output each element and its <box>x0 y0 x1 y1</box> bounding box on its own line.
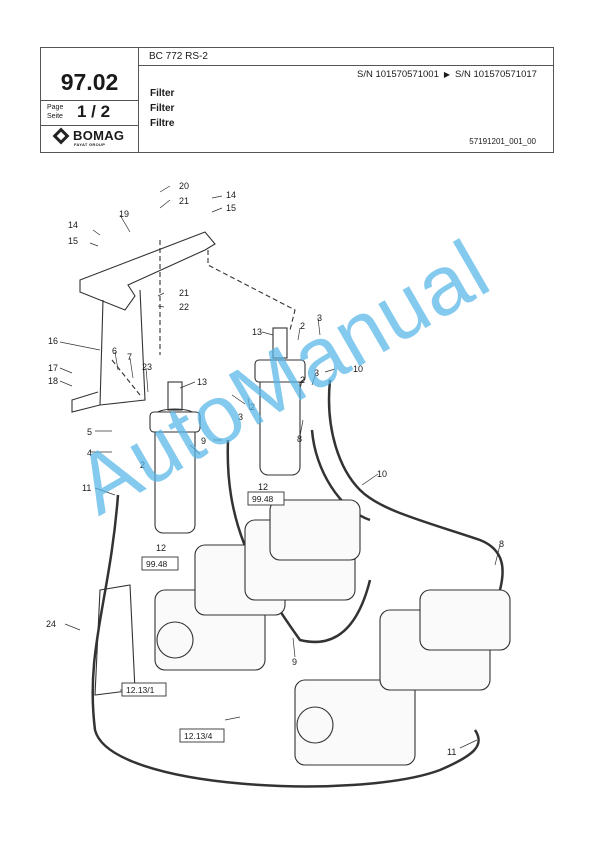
svg-text:11: 11 <box>82 483 91 493</box>
mounting-bracket-24 <box>94 584 136 696</box>
svg-text:11: 11 <box>447 747 456 757</box>
svg-text:2: 2 <box>140 460 145 470</box>
page-label-de: Seite <box>47 113 63 120</box>
svg-text:9: 9 <box>292 657 297 667</box>
svg-text:8: 8 <box>297 434 302 444</box>
bracket-plate-19 <box>79 231 216 311</box>
bracket-16 <box>71 289 146 413</box>
svg-text:3: 3 <box>238 412 243 422</box>
svg-text:3: 3 <box>314 368 319 378</box>
title-block-left: 97.02 Page Seite 1 / 2 BOMAG FAYAT GROUP <box>41 48 139 152</box>
svg-text:22: 22 <box>179 302 189 312</box>
svg-text:14: 14 <box>226 190 236 200</box>
svg-text:12: 12 <box>258 482 268 492</box>
svg-text:21: 21 <box>179 288 189 298</box>
filter-housing-left <box>149 381 201 534</box>
svg-text:18: 18 <box>48 376 58 386</box>
svg-text:20: 20 <box>179 181 189 191</box>
svg-text:12.13/4: 12.13/4 <box>184 731 213 741</box>
svg-text:12.13/1: 12.13/1 <box>126 685 155 695</box>
play-arrow-icon: ▶ <box>443 70 451 79</box>
title-fr: Filtre <box>150 118 175 129</box>
svg-text:15: 15 <box>226 203 236 213</box>
svg-text:2: 2 <box>250 402 255 412</box>
svg-text:3: 3 <box>317 313 322 323</box>
page-indicator: Page Seite 1 / 2 <box>41 100 138 126</box>
svg-text:10: 10 <box>377 469 387 479</box>
page-code: 97.02 <box>41 65 138 101</box>
hose-9 <box>226 439 372 644</box>
serial-range: S/N 101570571001 ▶ S/N 101570571017 <box>357 69 537 80</box>
pump-group <box>154 499 511 766</box>
serial-from: S/N 101570571001 <box>357 69 439 80</box>
logo-text: BOMAG <box>73 128 125 143</box>
svg-text:13: 13 <box>197 377 207 387</box>
svg-text:14: 14 <box>68 220 78 230</box>
hose-8 <box>310 429 371 522</box>
svg-text:7: 7 <box>127 352 132 362</box>
hose-11 <box>91 494 480 788</box>
svg-text:12: 12 <box>156 543 166 553</box>
page-label-en: Page <box>47 104 64 111</box>
svg-text:15: 15 <box>68 236 78 246</box>
page-number: 1 / 2 <box>77 102 111 121</box>
bomag-logo-icon <box>52 127 70 145</box>
svg-text:24: 24 <box>46 619 56 629</box>
svg-text:2: 2 <box>300 375 305 385</box>
serial-to: S/N 101570571017 <box>455 69 537 80</box>
logo-subtext: FAYAT GROUP <box>74 142 106 147</box>
hose-10 <box>327 379 504 591</box>
title-de: Filter <box>150 103 175 114</box>
svg-text:9: 9 <box>201 436 206 446</box>
svg-text:23: 23 <box>142 362 152 372</box>
svg-text:2: 2 <box>300 321 305 331</box>
svg-text:8: 8 <box>499 539 504 549</box>
exploded-parts-diagram: 20 21 14 15 19 14 15 21 22 13 2 3 16 6 7… <box>46 181 511 788</box>
svg-text:10: 10 <box>353 364 363 374</box>
part-titles: Filter Filter Filtre <box>150 86 174 131</box>
svg-text:99.48: 99.48 <box>252 494 274 504</box>
svg-text:16: 16 <box>48 336 58 346</box>
svg-text:21: 21 <box>179 196 189 206</box>
svg-text:99.48: 99.48 <box>146 559 168 569</box>
svg-text:13: 13 <box>252 327 262 337</box>
document-number: 57191201_001_00 <box>469 137 536 146</box>
filter-housing-middle <box>254 327 306 476</box>
svg-text:17: 17 <box>48 363 58 373</box>
bomag-logo: BOMAG FAYAT GROUP <box>41 125 138 152</box>
svg-text:19: 19 <box>119 209 129 219</box>
model-name: BC 772 RS-2 <box>138 48 553 66</box>
svg-text:5: 5 <box>87 427 92 437</box>
svg-text:6: 6 <box>112 346 117 356</box>
title-en: Filter <box>150 88 175 99</box>
title-block: 97.02 Page Seite 1 / 2 BOMAG FAYAT GROUP… <box>40 47 554 153</box>
svg-text:4: 4 <box>87 448 92 458</box>
